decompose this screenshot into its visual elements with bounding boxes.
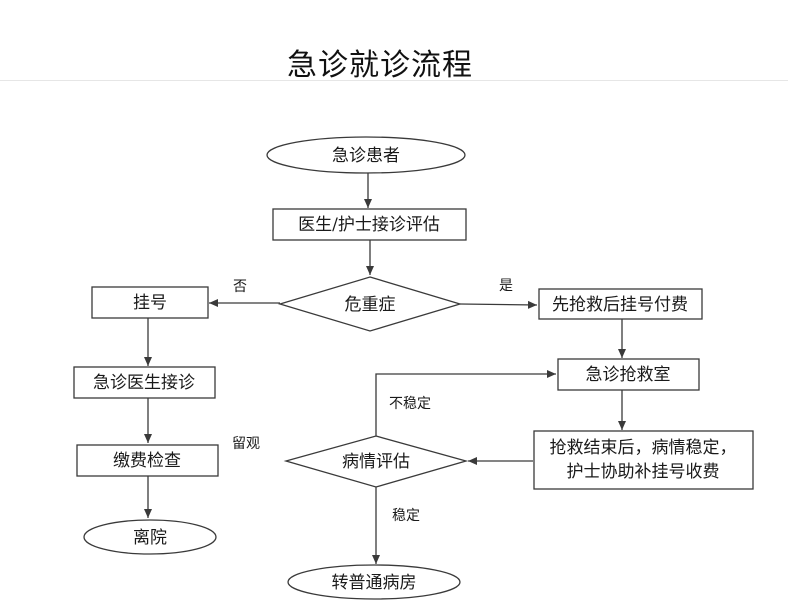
node-leave: 离院: [83, 519, 217, 555]
node-critical: 危重症: [277, 276, 463, 332]
node-register: 挂号: [91, 286, 209, 319]
node-patient: 急诊患者: [266, 136, 466, 174]
node-assess: 医生/护士接诊评估: [272, 208, 467, 241]
title-divider: [0, 80, 788, 81]
edge-label-stable: 稳定: [392, 508, 420, 524]
page-title: 急诊就诊流程: [287, 48, 473, 83]
node-stable-care: 抢救结束后，病情稳定， 护士协助补挂号收费: [533, 430, 754, 490]
node-critical-label: 危重症: [345, 295, 396, 315]
node-patient-label: 急诊患者: [332, 146, 400, 166]
node-leave-label: 离院: [133, 528, 167, 548]
edge-evaluate-unstable-to-room: [375, 370, 556, 436]
node-stable-care-line2: 护士协助补挂号收费: [567, 462, 720, 482]
edge-label-yes: 是: [499, 278, 513, 294]
node-evaluate-label: 病情评估: [342, 452, 410, 472]
node-transfer-label: 转普通病房: [332, 573, 417, 593]
node-pay-exam-label: 缴费检查: [113, 451, 181, 471]
node-rescue-first-label: 先抢救后挂号付费: [552, 295, 688, 315]
node-rescue-room-label: 急诊抢救室: [586, 365, 671, 385]
node-leave-shape: [83, 519, 217, 555]
node-pay-exam: 缴费检查: [76, 444, 219, 477]
edge-label-observe: 留观: [232, 436, 260, 452]
node-register-label: 挂号: [133, 293, 167, 313]
node-evaluate-shape: [283, 435, 469, 488]
node-rescue-room-shape: [557, 358, 700, 391]
node-er-doctor: 急诊医生接诊: [73, 366, 216, 399]
edge-label-unstable: 不稳定: [389, 396, 431, 412]
node-pay-exam-shape: [76, 444, 219, 477]
edge-critical-to-rescue-first: [459, 300, 538, 309]
node-transfer-shape: [287, 564, 461, 600]
node-rescue-room: 急诊抢救室: [557, 358, 700, 391]
node-register-shape: [91, 286, 209, 319]
node-critical-shape: [277, 276, 463, 332]
edge-label-no: 否: [233, 279, 247, 295]
node-er-doctor-shape: [73, 366, 216, 399]
node-rescue-first-shape: [538, 288, 703, 320]
node-assess-shape: [272, 208, 467, 241]
node-stable-care-shape: [533, 430, 754, 490]
connectors: [144, 173, 626, 564]
node-transfer: 转普通病房: [287, 564, 461, 600]
node-stable-care-line1: 抢救结束后，病情稳定，: [550, 438, 737, 458]
node-er-doctor-label: 急诊医生接诊: [93, 373, 195, 393]
node-patient-shape: [266, 136, 466, 174]
node-assess-label: 医生/护士接诊评估: [298, 215, 440, 235]
node-rescue-first: 先抢救后挂号付费: [538, 288, 703, 320]
node-evaluate: 病情评估: [283, 435, 469, 488]
